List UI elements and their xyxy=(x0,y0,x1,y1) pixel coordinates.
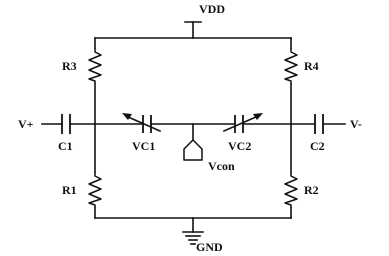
vc2-arrow-shaft xyxy=(222,114,260,133)
wires xyxy=(41,21,346,233)
r1-label: R1 xyxy=(62,183,77,197)
vminus-label: V- xyxy=(350,117,362,131)
c2-label: C2 xyxy=(310,139,325,153)
capacitor-c1 xyxy=(61,114,71,134)
vdd-label: VDD xyxy=(199,2,225,16)
varactor-vc1 xyxy=(122,113,162,133)
vc2-arrow-head xyxy=(253,113,263,120)
capacitor-c2 xyxy=(314,114,324,134)
resistor-r4 xyxy=(284,48,298,84)
resistor-r2 xyxy=(284,172,298,208)
c1-label: C1 xyxy=(58,139,73,153)
gnd-symbol: GND xyxy=(182,231,223,254)
vcon-terminal xyxy=(183,139,203,161)
r3-label: R3 xyxy=(62,59,77,73)
vcon-label: Vcon xyxy=(208,159,235,173)
vc2-label: VC2 xyxy=(228,139,251,153)
gnd-label: GND xyxy=(196,240,223,254)
r4-label: R4 xyxy=(304,59,319,73)
vc1-arrow-shaft xyxy=(124,114,162,133)
vc1-label: VC1 xyxy=(132,139,155,153)
resistor-r1 xyxy=(88,172,102,208)
vdd-terminal: VDD xyxy=(184,2,225,23)
varactor-vc2 xyxy=(222,113,263,133)
vplus-label: V+ xyxy=(18,117,34,131)
vc1-arrow-head xyxy=(122,113,132,120)
resistor-r3 xyxy=(88,48,102,84)
r2-label: R2 xyxy=(304,183,319,197)
